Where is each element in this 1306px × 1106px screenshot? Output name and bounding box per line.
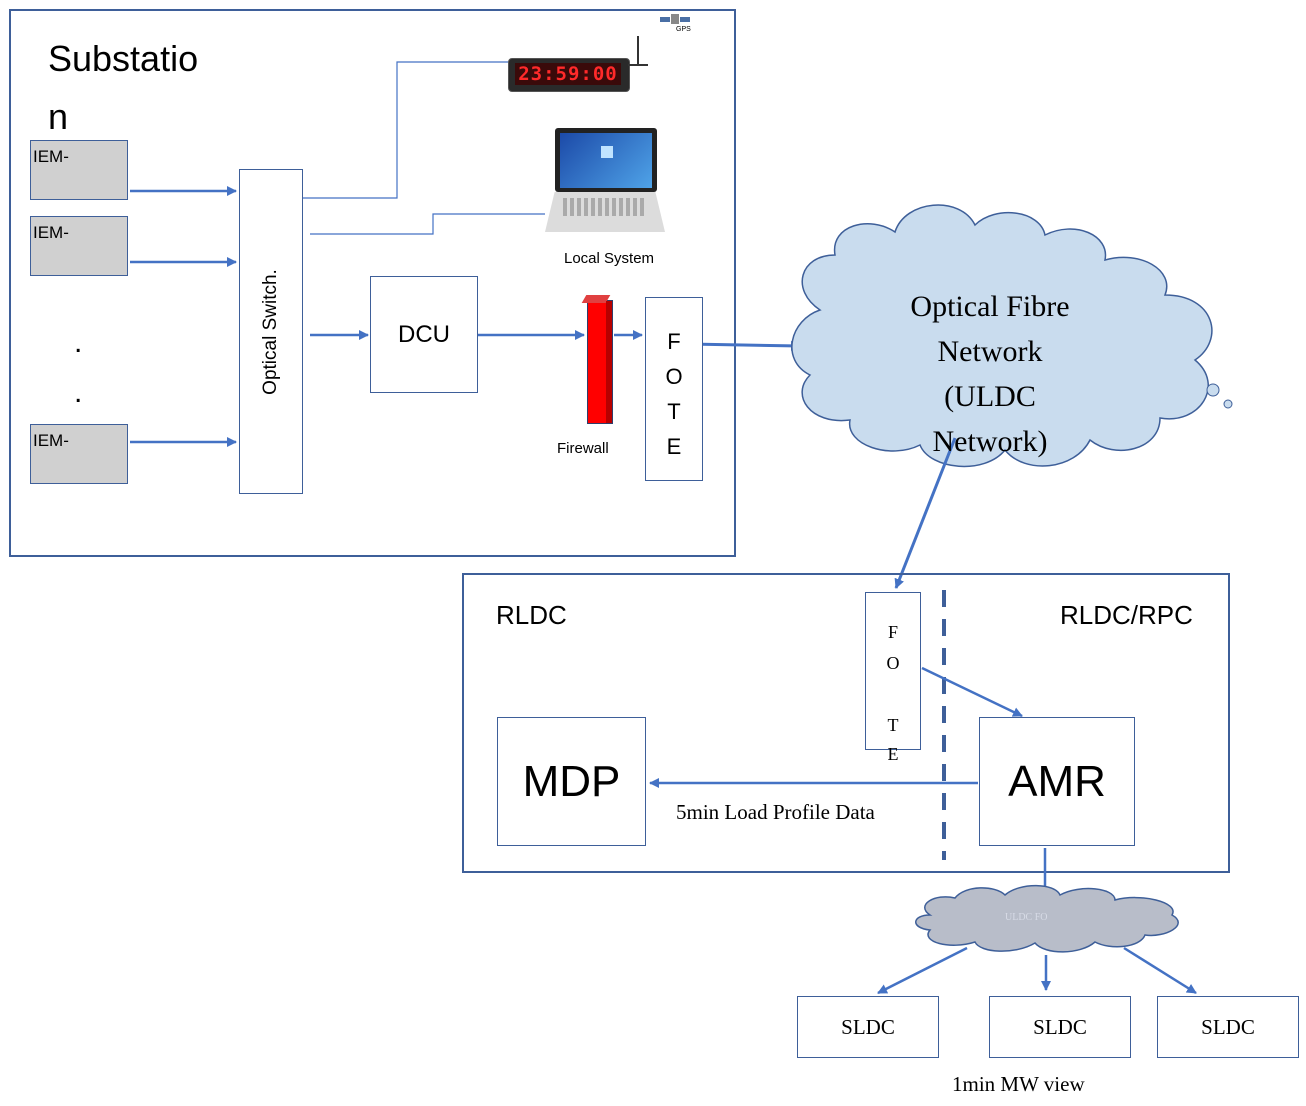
sldc-label: SLDC [1201,1014,1255,1039]
ellipsis-dot-2: . [74,376,83,409]
iem-box-2: IEM- [30,216,128,276]
switch-to-gps-line [303,61,510,199]
network-cloud [791,204,1213,468]
optical-switch: Optical Switch. [239,169,303,494]
clock-display: 23:59:00 [515,63,621,85]
uldc-sldc3-arrow [1123,946,1197,995]
iem-label: IEM- [33,223,69,242]
mdp-box: MDP [497,717,646,846]
laptop-icon [545,128,665,234]
iem-label: IEM- [33,147,69,166]
iem-box-3: IEM- [30,424,128,484]
rldc-label: RLDC [496,600,567,630]
network-label-line: Optical Fibre [910,290,1070,323]
sldc-box-1: SLDC [797,996,939,1058]
network-label-line: Network [937,335,1043,368]
amr-label: AMR [1008,756,1106,806]
rldc-fote-letters: F O T E [866,617,920,767]
optical-switch-label: Optical Switch. [260,268,281,395]
dcu-label: DCU [398,320,450,348]
fote-cloud-arrow [687,340,801,351]
substation-title-line1: Substatio [48,38,199,79]
fote-letter: F [667,329,681,354]
fote-letter: F [887,622,898,642]
load-profile-label: 5min Load Profile Data [676,800,875,824]
uldc-sldc1-arrow [877,946,968,995]
mw-view-caption: 1min MW view [952,1072,1085,1096]
dcu-box: DCU [370,276,478,393]
fote-letter: O [886,653,900,673]
sldc-box-2: SLDC [989,996,1131,1058]
fote-letter: T [887,715,899,735]
gps-clock: 23:59:00 [508,58,630,92]
sldc-label: SLDC [1033,1014,1087,1039]
rldc-rpc-label: RLDC/RPC [1060,600,1193,630]
local-system-label: Local System [564,250,655,267]
substation-fote-letters: F O T E [646,324,702,464]
rldc-fote-box: F O T E [865,592,921,764]
mdp-label: MDP [522,756,621,806]
fote-letter: T [667,399,681,424]
network-label: Optical Fibre Network (ULDC Network) [870,284,1110,464]
gps-label: GPS [676,26,691,33]
fote-letter: E [887,744,899,764]
iem-label: IEM- [33,431,69,450]
fote-amr-arrow [921,666,1023,718]
antenna-icon [637,36,639,66]
firewall-label: Firewall [557,440,609,457]
fote-letter: O [665,364,683,389]
fote-letter: E [666,434,682,459]
network-label-line: Network) [932,425,1048,458]
substation-frame [9,9,736,557]
substation-title-line2: n [48,96,69,137]
sldc-label: SLDC [841,1014,895,1039]
cloud-fote-arrow [894,437,957,589]
switch-to-local-line [310,213,545,235]
firewall-icon [581,295,613,424]
iem-box-1: IEM- [30,140,128,200]
sldc-box-3: SLDC [1157,996,1299,1058]
antenna-base [628,64,648,66]
substation-title: Substatio n [48,30,198,146]
amr-box: AMR [979,717,1135,846]
satellite-icon [660,12,690,28]
ellipsis-dot-1: . [74,326,83,359]
rldc-frame [462,573,1230,873]
substation-fote-box: F O T E [645,297,703,481]
uldc-fo-label: ULDC FO [1005,912,1048,923]
network-label-line: (ULDC [944,380,1036,413]
uldc-fo-cloud [915,884,1179,953]
